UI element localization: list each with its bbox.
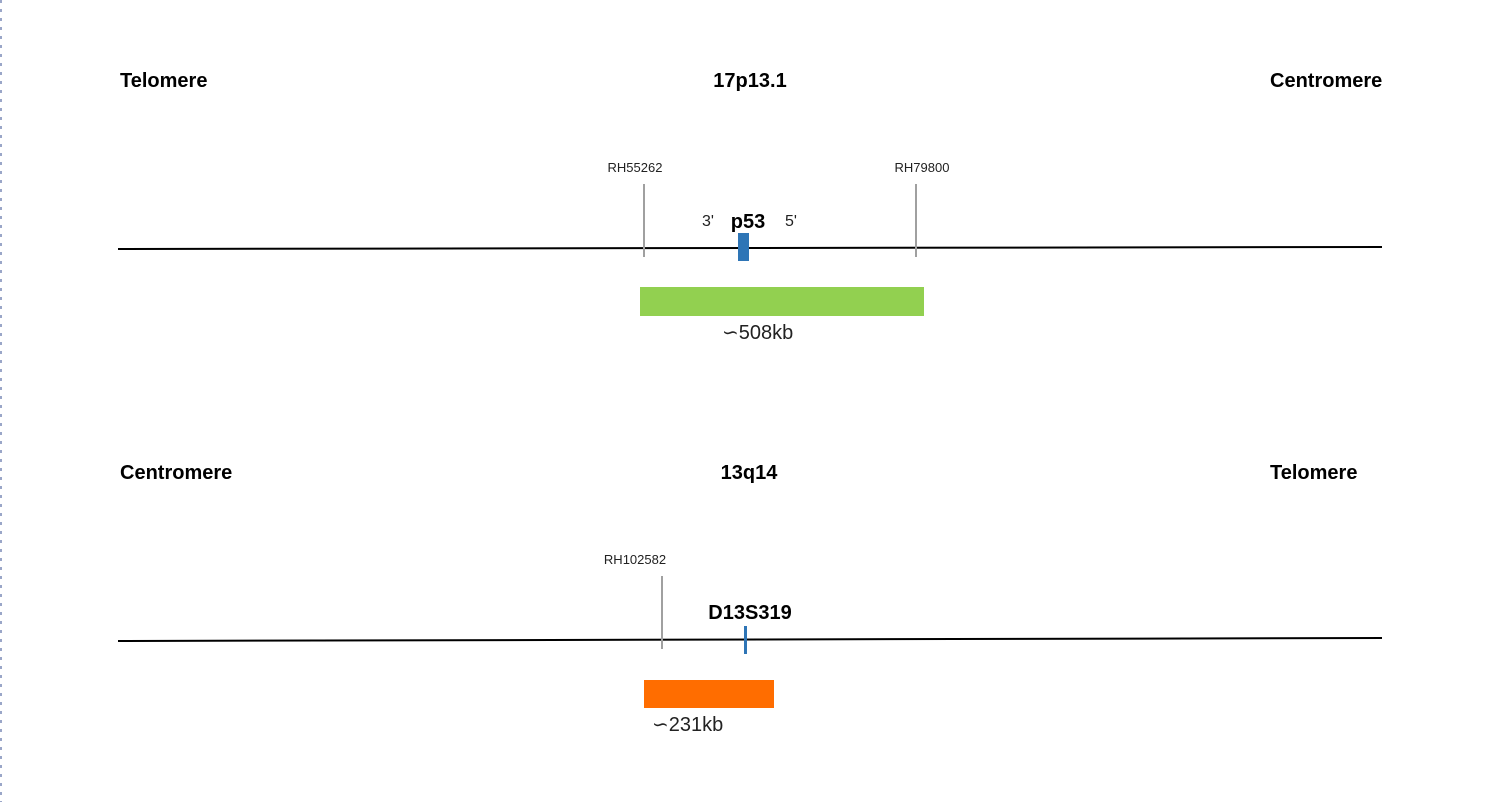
chromosome-line-13q <box>117 637 1383 642</box>
page-left-rule <box>0 0 2 802</box>
p53-gene-label: p53 <box>730 211 766 233</box>
marker-label-rh79800: RH79800 <box>894 160 950 175</box>
three-prime-label: 3' <box>702 213 714 230</box>
probe-bar-508kb <box>640 287 924 316</box>
bottom-left-end-label: Centromere <box>120 462 233 484</box>
chromosome-line-17p <box>117 246 1383 250</box>
top-right-end-label: Centromere <box>1270 70 1383 92</box>
bottom-region-title: 13q14 <box>720 462 778 484</box>
top-region-title: 17p13.1 <box>713 70 787 92</box>
bottom-right-end-label: Telomere <box>1270 462 1358 484</box>
top-left-end-label: Telomere <box>120 70 208 92</box>
probe-size-label-508kb: ∽508kb <box>722 322 794 344</box>
marker-label-rh55262: RH55262 <box>607 160 663 175</box>
d13s319-locus-tick <box>744 626 747 654</box>
probe-size-label-231kb: ∽231kb <box>652 714 724 736</box>
p53-gene-block <box>738 233 749 261</box>
probe-bar-231kb <box>644 680 774 708</box>
d13s319-locus-label: D13S319 <box>708 602 792 624</box>
marker-label-rh102582: RH102582 <box>603 552 667 567</box>
five-prime-label: 5' <box>785 213 797 230</box>
